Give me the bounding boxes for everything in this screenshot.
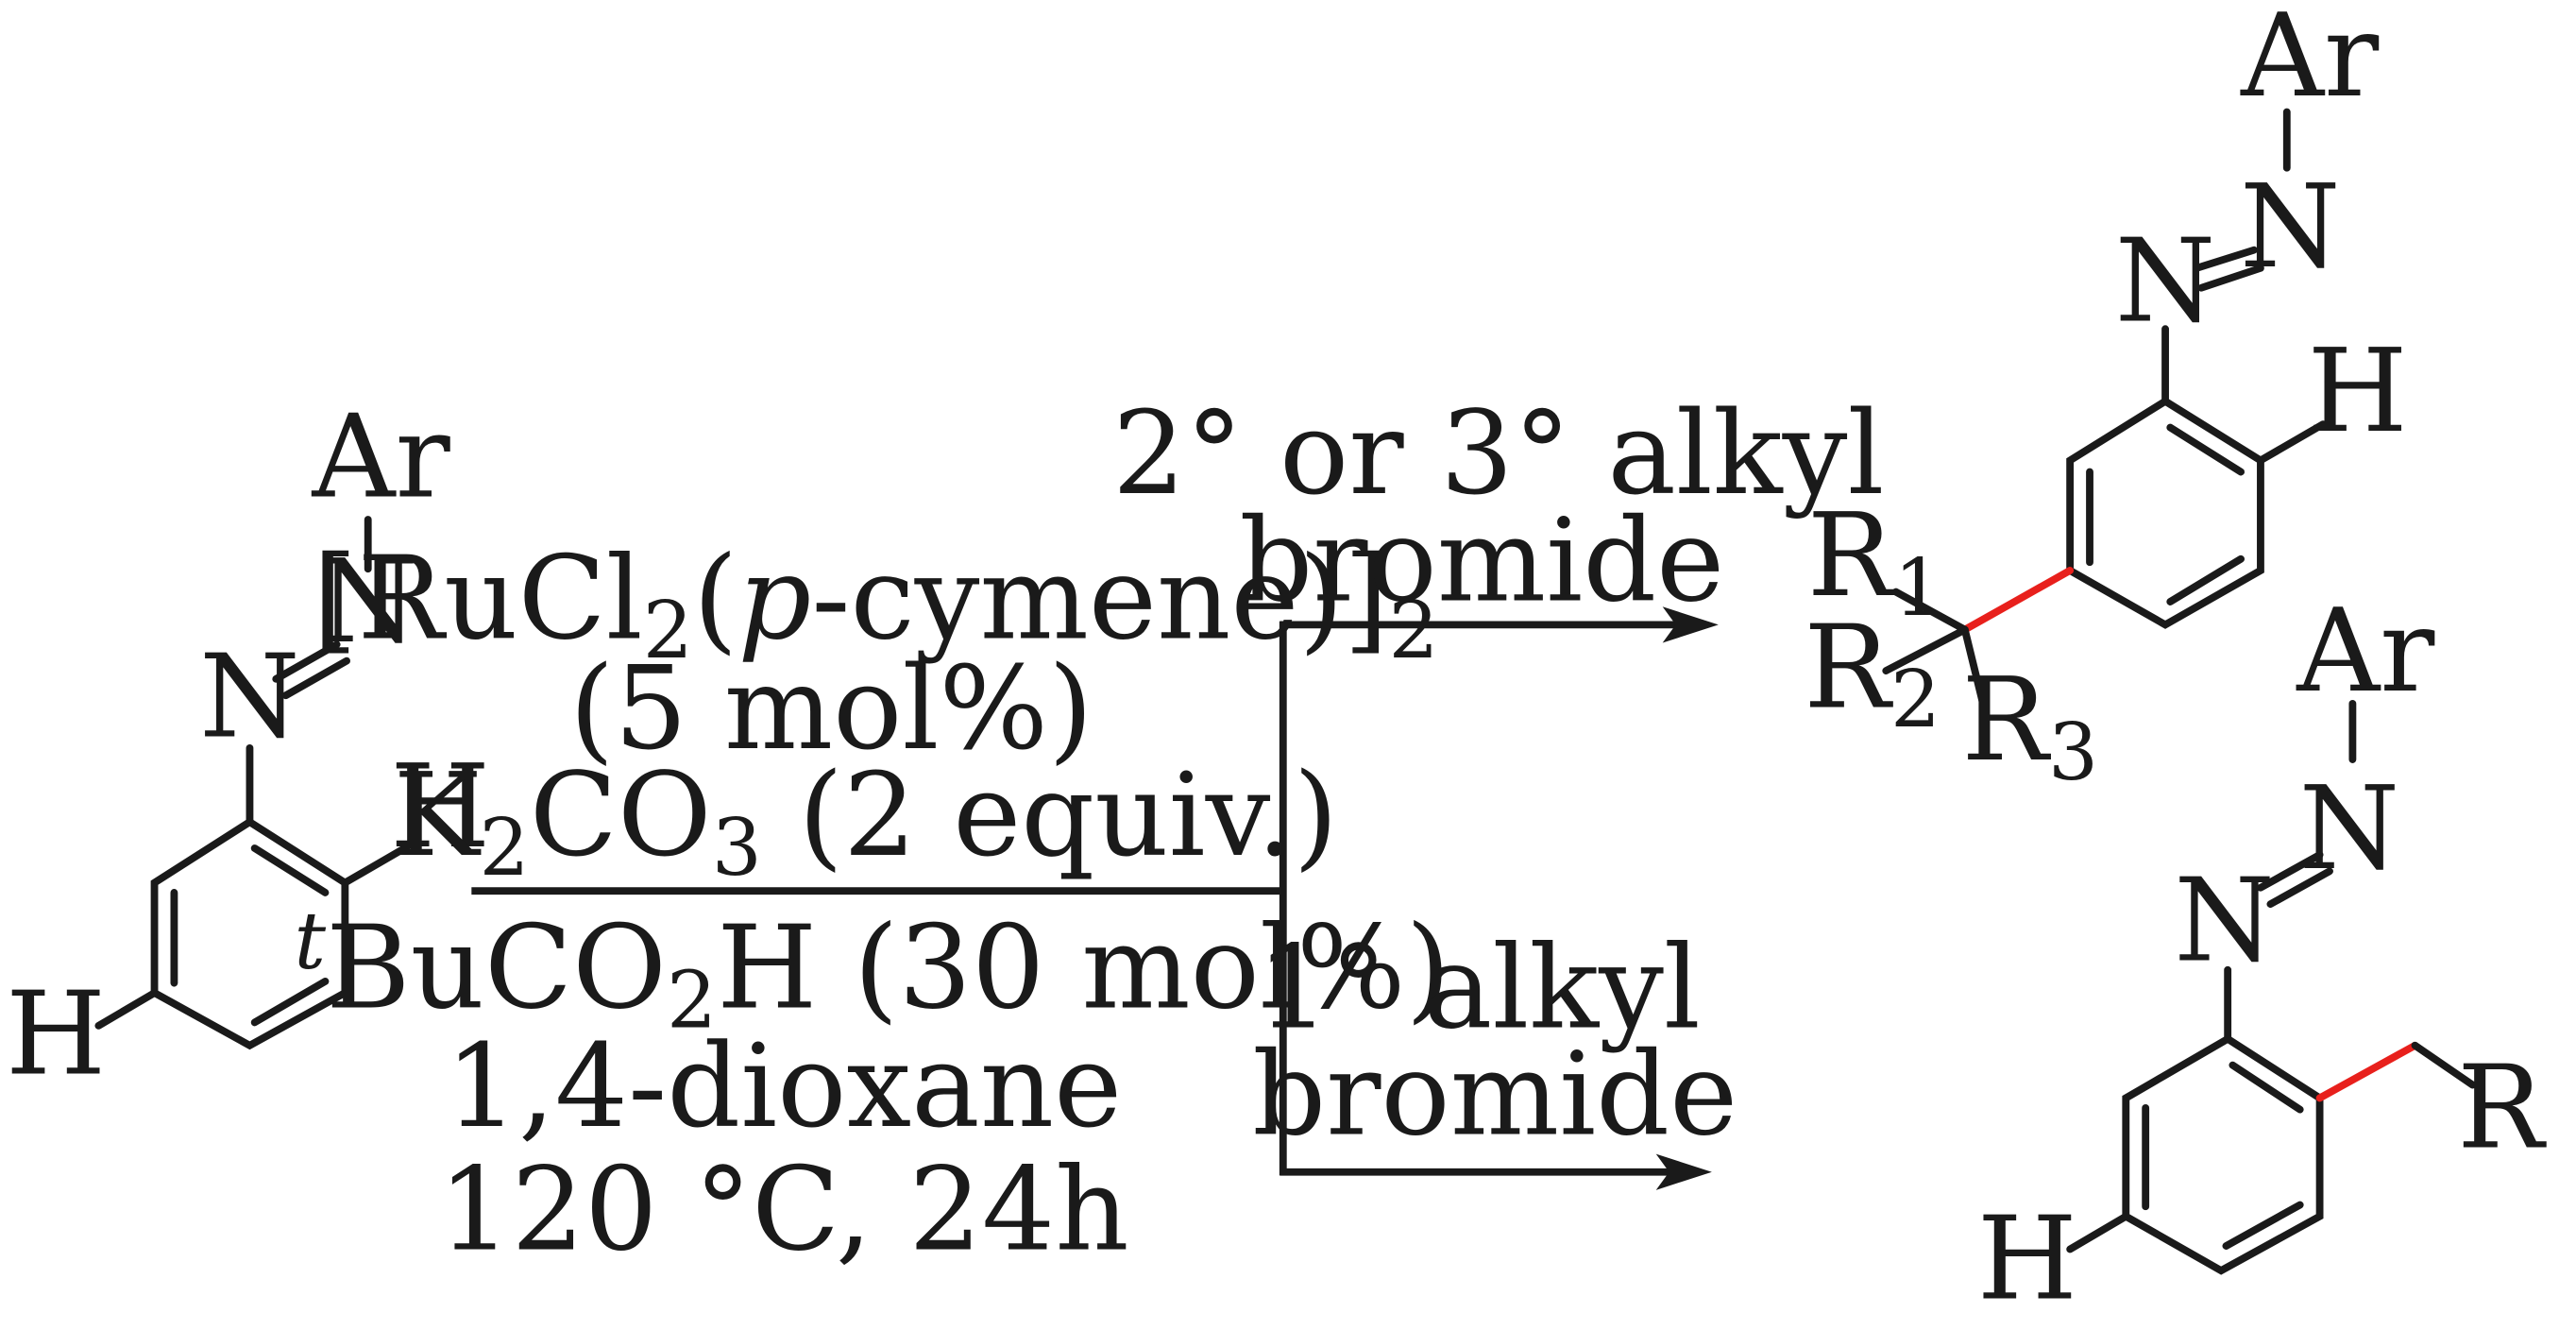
temp-time-label: 120 °C, 24h xyxy=(438,1142,1129,1276)
p1-ar-label: Ar xyxy=(2240,0,2380,123)
product-meta-alkylation: Ar N N H R1 R2 R3 xyxy=(1804,0,2407,798)
p2-ar-label: Ar xyxy=(2296,584,2435,718)
p1-ring-inner-bond-1 xyxy=(2166,423,2245,476)
lower-reagent-line2: bromide xyxy=(1252,1028,1737,1162)
sm-h-ortho-label: H xyxy=(390,740,490,874)
p2-benzene-ring xyxy=(2122,1034,2324,1275)
reaction-conditions: [RuCl2(p-cymene)]2 (5 mol%) K2CO3 (2 equ… xyxy=(295,531,1451,1276)
upper-reagent-line1: 2° or 3° alkyl xyxy=(1112,386,1884,520)
sm-ar-label: Ar xyxy=(312,390,451,524)
sm-ortho-ch-bond xyxy=(341,843,412,887)
sm-ring-inner-bond-1 xyxy=(250,844,330,896)
p2-ring-inner-bond-2 xyxy=(2222,1201,2304,1250)
additive-label: tBuCO2H (30 mol%) xyxy=(295,895,1451,1047)
reaction-arrows xyxy=(471,606,1719,1190)
lower-branch-reagent: 1° alkyl bromide xyxy=(1252,921,1737,1162)
p1-r1-label: R1 xyxy=(1807,488,1944,634)
solvent-label: 1,4-dioxane xyxy=(446,1019,1123,1153)
p1-n-bottom-label: N xyxy=(2115,214,2216,349)
starting-material: Ar N N H H xyxy=(6,390,490,1101)
p1-n-n-double-bond-a xyxy=(2193,246,2258,272)
catalyst-label: [RuCl2(p-cymene)]2 xyxy=(313,531,1439,676)
p1-r3-label: R3 xyxy=(1961,653,2098,798)
p1-ring-inner-bond-2 xyxy=(2166,554,2245,605)
p1-r2-label: R2 xyxy=(1804,600,1940,745)
p2-n-n-double-bond-b xyxy=(2266,867,2333,909)
upper-arrowhead xyxy=(1662,606,1719,643)
p2-r-label: R xyxy=(2457,1041,2547,1175)
sm-n-n-double-bond-a xyxy=(272,640,341,683)
p1-c-r3-bond xyxy=(1960,625,1989,714)
lower-reagent-line1: 1° alkyl xyxy=(1257,921,1701,1055)
base-label: K2CO3 (2 equiv.) xyxy=(394,748,1339,894)
upper-reagent-line2: bromide xyxy=(1239,493,1724,627)
p1-ortho-ch-bond xyxy=(2257,420,2327,465)
sm-n-top-label: N xyxy=(317,535,418,669)
sm-n-n-double-bond-b xyxy=(281,656,351,700)
p1-h-ortho-label: H xyxy=(2308,324,2408,458)
p2-n-n-double-bond-a xyxy=(2257,851,2324,892)
catalyst-loading-label: (5 mol%) xyxy=(569,641,1093,776)
p1-new-c-c-bond xyxy=(1960,567,2075,634)
p1-n-n-double-bond-b xyxy=(2197,264,2264,292)
sm-ring-inner-bond-2 xyxy=(250,977,330,1027)
sm-h-meta-label: H xyxy=(6,966,106,1100)
p2-n-top-label: N xyxy=(2299,761,2400,895)
upper-branch-reagent: 2° or 3° alkyl bromide xyxy=(1112,386,1884,627)
p2-ring-inner-bond-1 xyxy=(2229,1061,2304,1114)
lower-arrowhead xyxy=(1655,1153,1712,1190)
p1-benzene-ring xyxy=(2066,397,2264,629)
p2-n-bottom-label: N xyxy=(2174,853,2275,987)
sm-n-bottom-label: N xyxy=(199,630,300,764)
p2-h-meta-label: H xyxy=(1977,1192,2077,1326)
sm-meta-ch-bond xyxy=(94,989,159,1030)
p2-meta-ch-bond xyxy=(2066,1212,2130,1253)
p1-c-r2-bond xyxy=(1882,625,1969,675)
p2-new-c-c-bond xyxy=(2315,1041,2419,1102)
p2-ch2-r-bond xyxy=(2411,1041,2477,1089)
p1-n-top-label: N xyxy=(2240,160,2341,294)
product-ortho-alkylation: Ar N N H R xyxy=(1977,584,2547,1326)
p1-c-r1-bond xyxy=(1891,588,1969,634)
